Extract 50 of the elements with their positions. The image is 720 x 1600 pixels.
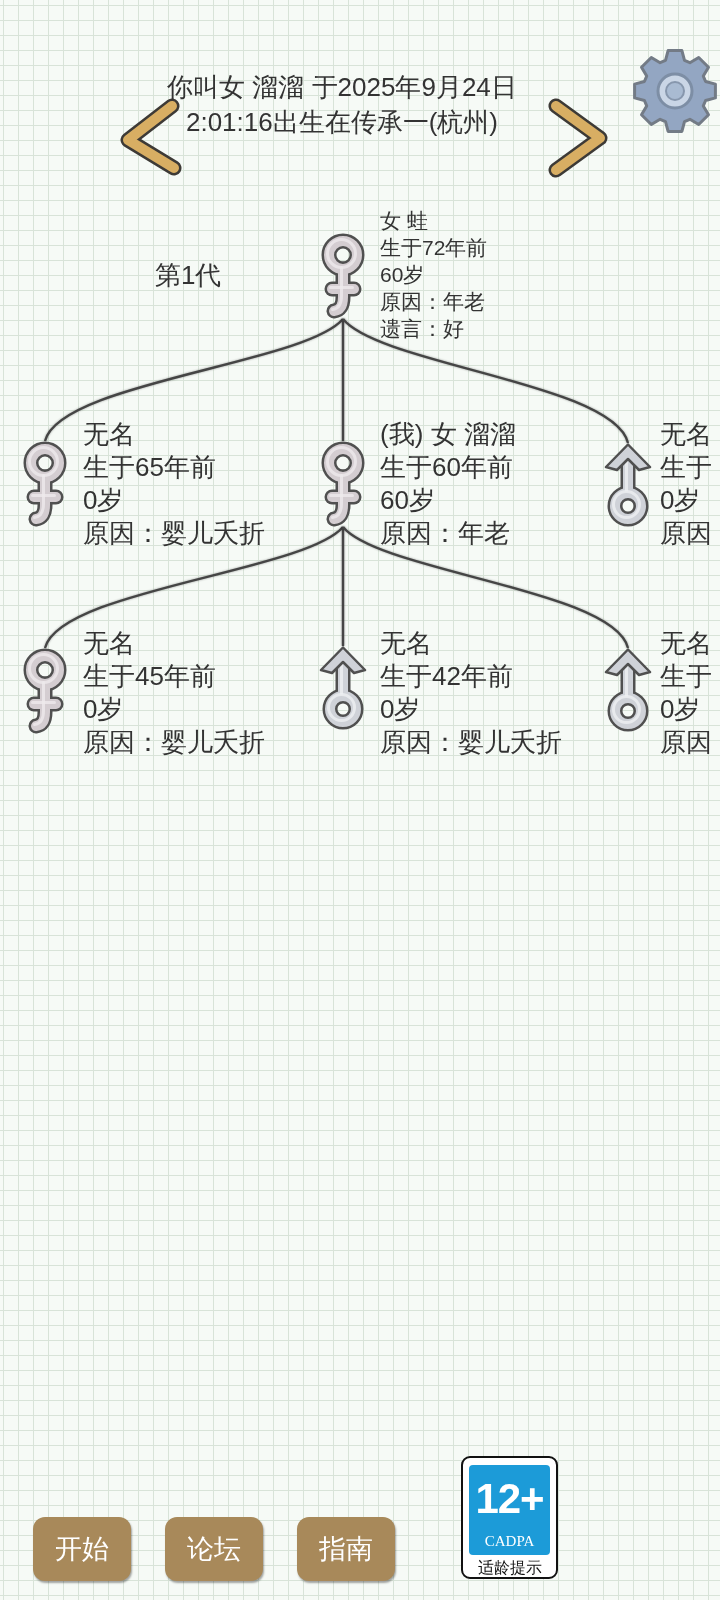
age-text: 0岁 xyxy=(660,693,701,726)
cause-of-death: 原因：年老 xyxy=(380,289,485,315)
cause-of-death: 原因：婴儿夭折 xyxy=(380,726,562,759)
start-button: 开始 xyxy=(33,1517,131,1581)
person-name: 无名 xyxy=(660,627,712,660)
person-name: 无名 xyxy=(380,627,432,660)
cause-of-death: 原因：婴儿夭折 xyxy=(83,726,265,759)
rating-org-text: CADPA xyxy=(484,1532,535,1551)
age-text: 0岁 xyxy=(660,484,701,517)
person-name: 无名 xyxy=(83,627,135,660)
age-text: 0岁 xyxy=(380,693,421,726)
birth-info: 生于65年前 xyxy=(83,451,216,484)
cause-of-death: 原因 xyxy=(660,726,712,759)
female-symbol-icon xyxy=(320,441,366,527)
connector-line xyxy=(342,318,630,444)
male-symbol-icon xyxy=(317,646,369,730)
last-words: 遗言：好 xyxy=(380,316,464,342)
age-text: 0岁 xyxy=(83,693,124,726)
cause-of-death: 原因：婴儿夭折 xyxy=(83,517,265,550)
guide-button: 指南 xyxy=(297,1517,395,1581)
female-symbol-icon xyxy=(22,648,68,734)
rating-caption: 适龄提示 xyxy=(477,1558,542,1577)
male-symbol-icon xyxy=(602,648,654,732)
person-name: 无名 xyxy=(83,418,135,451)
age-text: 60岁 xyxy=(380,484,435,517)
connector-line xyxy=(43,318,344,442)
connector-line xyxy=(341,319,345,441)
person-name: 女 蛙 xyxy=(380,208,428,234)
title-text: 你叫女 溜溜 于2025年9月24日2:01:16出生在传承一(杭州) xyxy=(167,72,517,137)
birth-info: 生于45年前 xyxy=(83,660,216,693)
birth-info: 生于 xyxy=(660,451,712,484)
connector-line xyxy=(43,526,344,649)
generation-label: 第1代 xyxy=(155,259,222,292)
forum-button: 论坛 xyxy=(165,1517,263,1581)
connector-line xyxy=(341,527,345,646)
birth-info: 生于42年前 xyxy=(380,660,513,693)
cause-of-death: 原因：年老 xyxy=(380,517,510,550)
female-symbol-icon xyxy=(22,441,68,527)
birth-info: 生于72年前 xyxy=(380,235,488,261)
person-name: (我) 女 溜溜 xyxy=(380,418,516,451)
connector-line xyxy=(342,526,630,649)
person-name: 无名 xyxy=(660,418,712,451)
cause-of-death: 原因 xyxy=(660,517,712,550)
age-text: 60岁 xyxy=(380,262,425,288)
age-text: 0岁 xyxy=(83,484,124,517)
age-rating-number: 12+ xyxy=(475,1475,544,1523)
male-symbol-icon xyxy=(602,443,654,527)
birth-info: 生于60年前 xyxy=(380,451,513,484)
birth-info: 生于 xyxy=(660,660,712,693)
female-symbol-icon xyxy=(320,233,366,319)
